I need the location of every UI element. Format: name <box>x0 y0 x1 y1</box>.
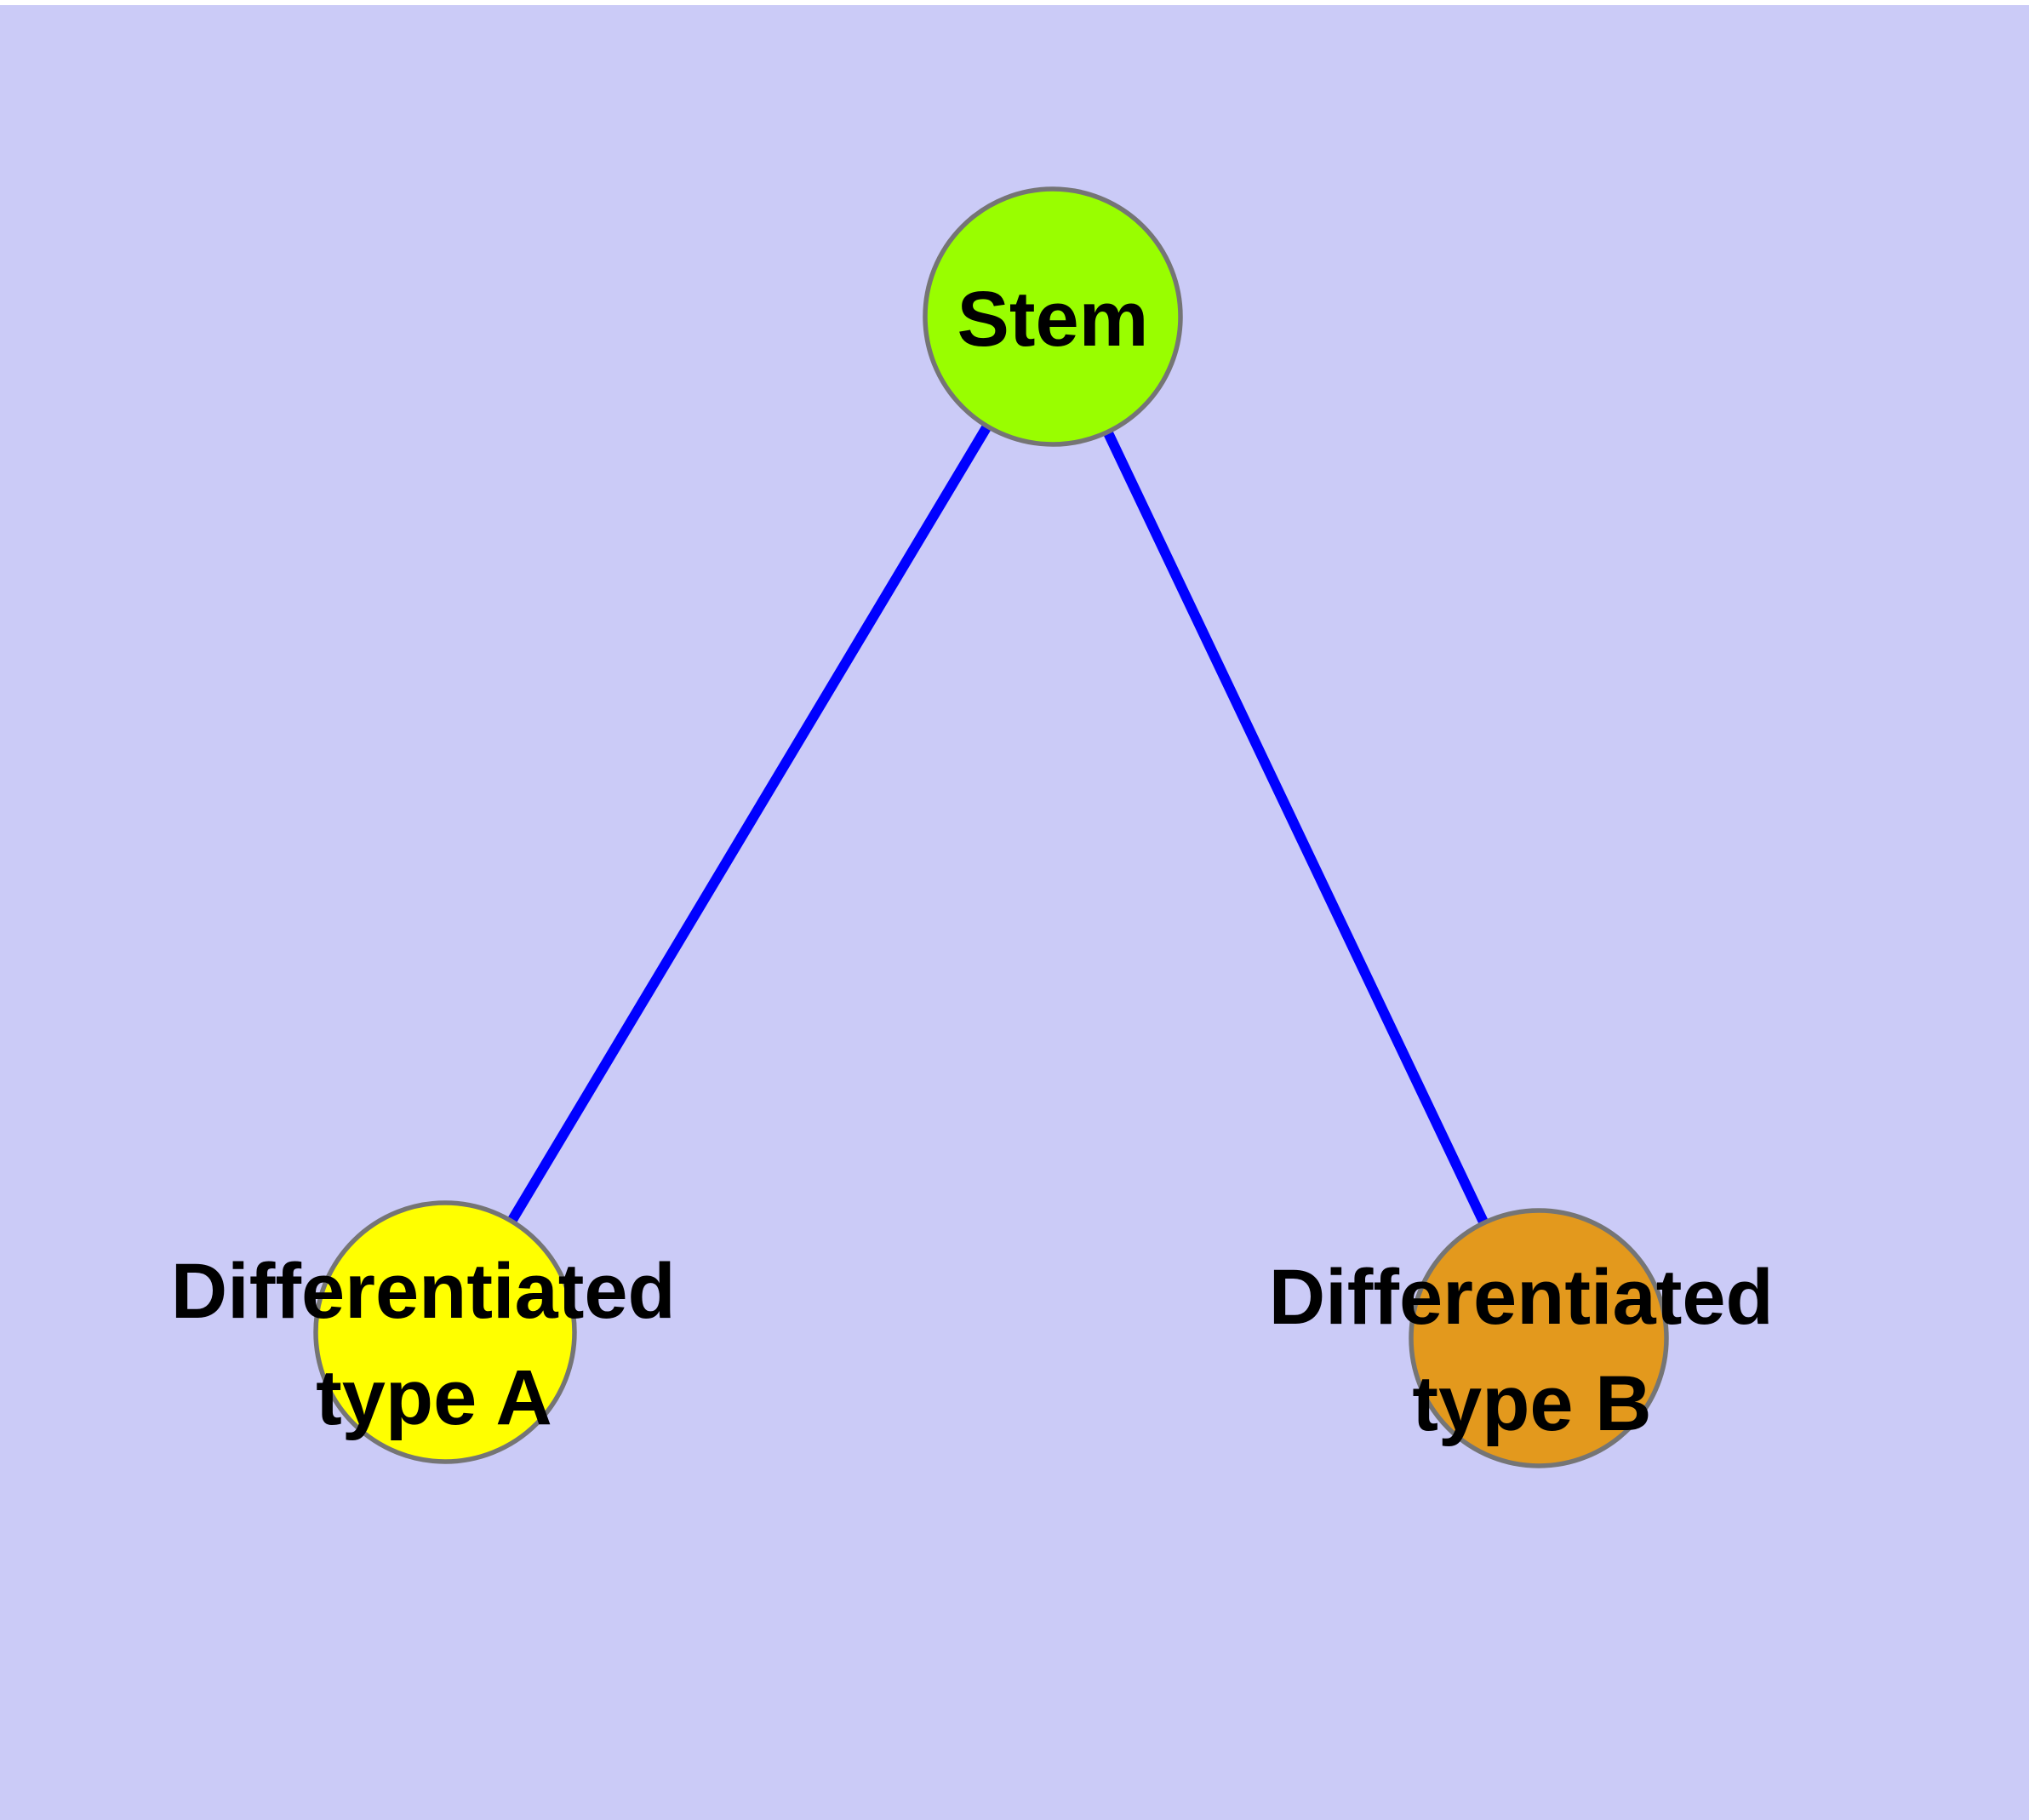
edge-stem-to-type-a <box>440 313 1058 1336</box>
stem-node-label: Stem <box>957 276 1149 363</box>
type-a-node <box>313 1200 577 1464</box>
type-b-label-line2: type B <box>1412 1360 1651 1447</box>
type-b-label-line1: Differentiated <box>1269 1254 1774 1341</box>
edge-stem-to-type-b <box>1048 314 1544 1341</box>
type-a-label-line1: Differentiated <box>171 1248 676 1335</box>
stem-node <box>923 186 1183 447</box>
type-a-label-line2: type A <box>316 1354 552 1441</box>
type-a-node-label: Differentiated type A <box>171 1248 698 1441</box>
type-b-node <box>1409 1208 1669 1468</box>
type-b-node-label: Differentiated type B <box>1269 1254 1796 1447</box>
